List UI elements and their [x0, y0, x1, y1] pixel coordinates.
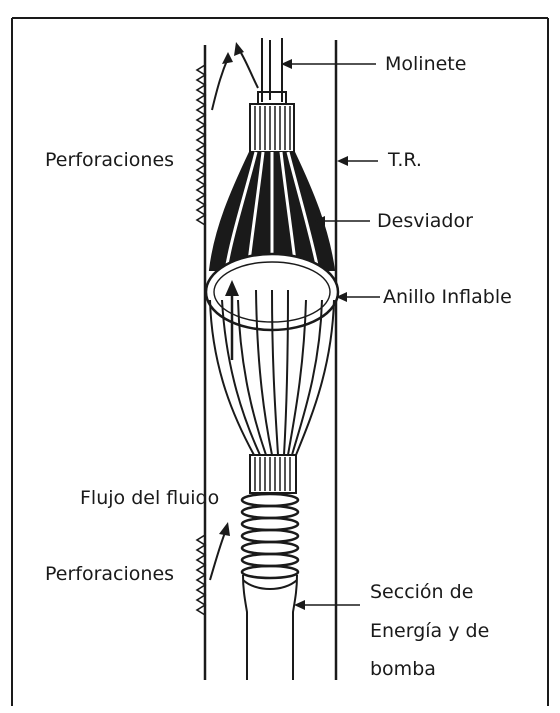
spring-section	[242, 494, 298, 578]
spring-coil	[242, 494, 298, 506]
label-desviador: Desviador	[377, 212, 473, 231]
pump-tube-left-edge	[243, 575, 247, 680]
label-seccion-line-3: bomba	[370, 660, 436, 679]
lower-flow-arrowhead	[219, 522, 230, 536]
label-tr: T.R.	[388, 151, 422, 170]
upper-flow-arrowhead-1	[222, 52, 233, 64]
spring-coil	[242, 566, 298, 578]
spring-coil	[242, 506, 298, 518]
lower-collar-body	[250, 455, 296, 493]
label-seccion-line-2: Energía y de	[370, 622, 489, 641]
upper-flow-arrow-1	[212, 58, 228, 110]
tr-leader-arrowhead	[337, 156, 348, 166]
label-seccion-line-1: Sección de	[370, 583, 473, 602]
pump-tube-shoulder	[243, 580, 297, 589]
lower-collar	[250, 455, 296, 493]
spring-coil	[242, 542, 298, 554]
upper-collar	[250, 104, 294, 152]
lower-flow-arrow	[210, 530, 226, 580]
spring-coil	[242, 554, 298, 566]
spring-coil	[242, 518, 298, 530]
label-perforaciones-upper: Perforaciones	[45, 151, 174, 170]
upper-collar-body	[250, 104, 294, 152]
upper-flow-arrows	[212, 48, 258, 110]
molinete-shaft	[258, 38, 286, 104]
label-anillo-inflable: Anillo Inflable	[383, 288, 512, 307]
pump-section-tube	[243, 575, 297, 680]
pump-tube-right-edge	[293, 575, 297, 680]
upper-flow-arrow-2	[238, 48, 258, 88]
label-molinete: Molinete	[385, 55, 466, 74]
spring-coil	[242, 530, 298, 542]
label-flujo-del-fluido: Flujo del fluido	[80, 489, 219, 508]
leader-lines	[285, 64, 380, 605]
label-perforaciones-lower: Perforaciones	[45, 565, 174, 584]
